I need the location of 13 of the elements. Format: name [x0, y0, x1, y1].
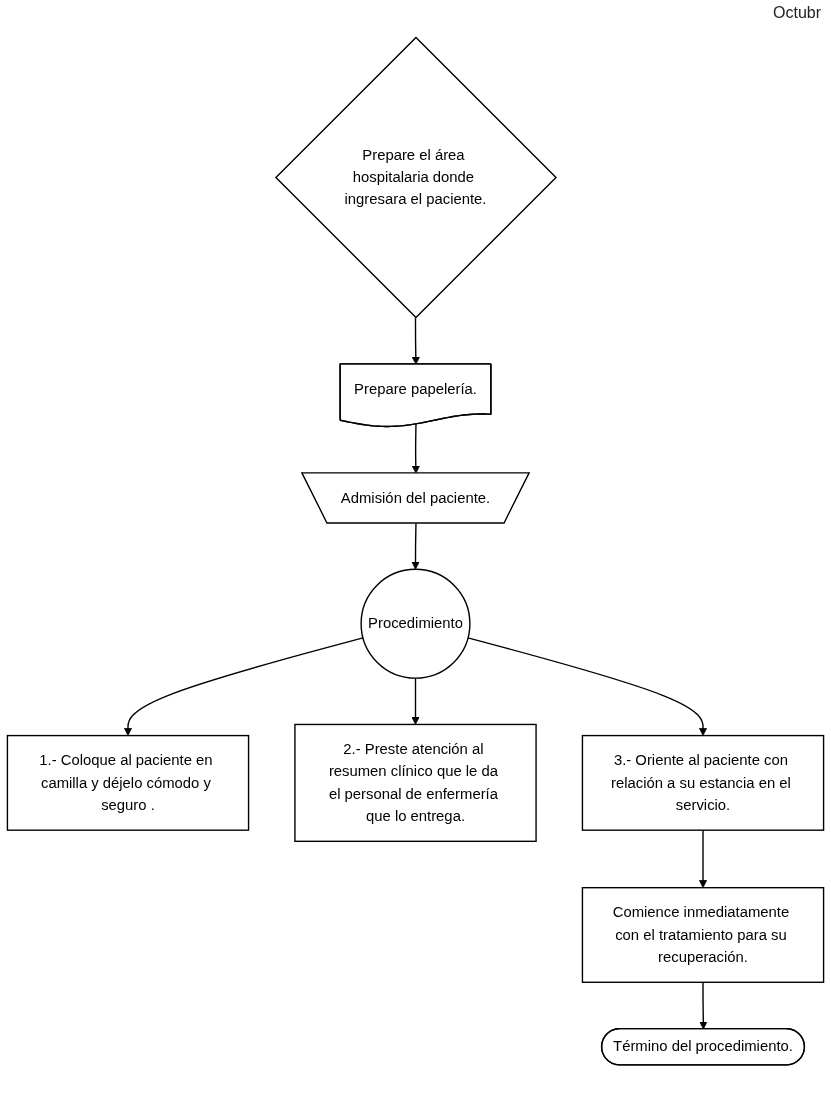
node-box: 1.- Coloque al paciente en camilla y déjelo cómodo y seguro . [6, 734, 250, 831]
arrow [411, 522, 420, 570]
arrow [411, 677, 420, 725]
arrow [698, 829, 708, 889]
arrow [467, 637, 708, 736]
arrow [123, 637, 364, 736]
node-box: Comience inmediatamente con el tratamiento para su recuperación. [581, 887, 825, 983]
note-text: Octubr [773, 4, 821, 22]
arrow [699, 981, 708, 1030]
node-box: 3.- Oriente al paciente con relación a su estancia en el servicio. [581, 734, 825, 831]
node-circle: Procedimiento [360, 568, 471, 679]
node-diamond: Prepare el área hospitalaria donde ingresara el paciente. [274, 36, 557, 319]
node-box: 2.- Preste atención al resumen clínico que le da el personal de enfermería que lo entrega. [294, 723, 537, 842]
